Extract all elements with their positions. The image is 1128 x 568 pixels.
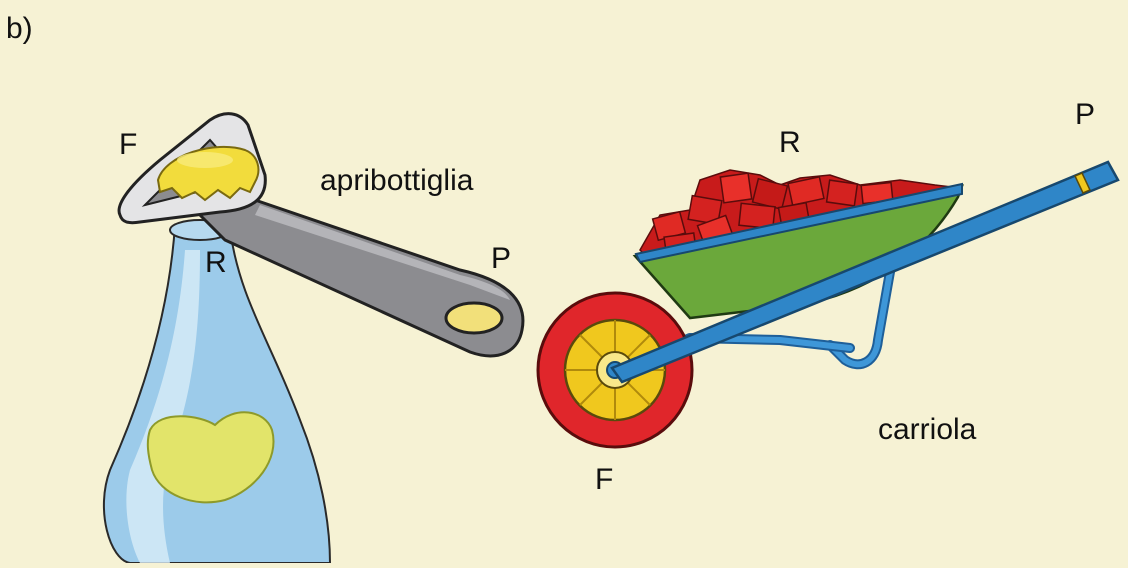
opener-power-label: P bbox=[491, 244, 511, 274]
wheelbarrow-power-label: P bbox=[1075, 100, 1095, 130]
wheelbarrow-resistance-label: R bbox=[779, 128, 801, 158]
wheelbarrow-name-label: carriola bbox=[878, 415, 976, 445]
opener-force-label: F bbox=[119, 130, 137, 160]
opener-resistance-label: R bbox=[205, 248, 227, 278]
panel-label: b) bbox=[6, 14, 33, 44]
wheelbarrow-illustration bbox=[538, 162, 1118, 447]
opener-name-label: apribottiglia bbox=[320, 166, 473, 196]
wheelbarrow-force-label: F bbox=[595, 465, 613, 495]
opener-hole bbox=[446, 303, 502, 333]
